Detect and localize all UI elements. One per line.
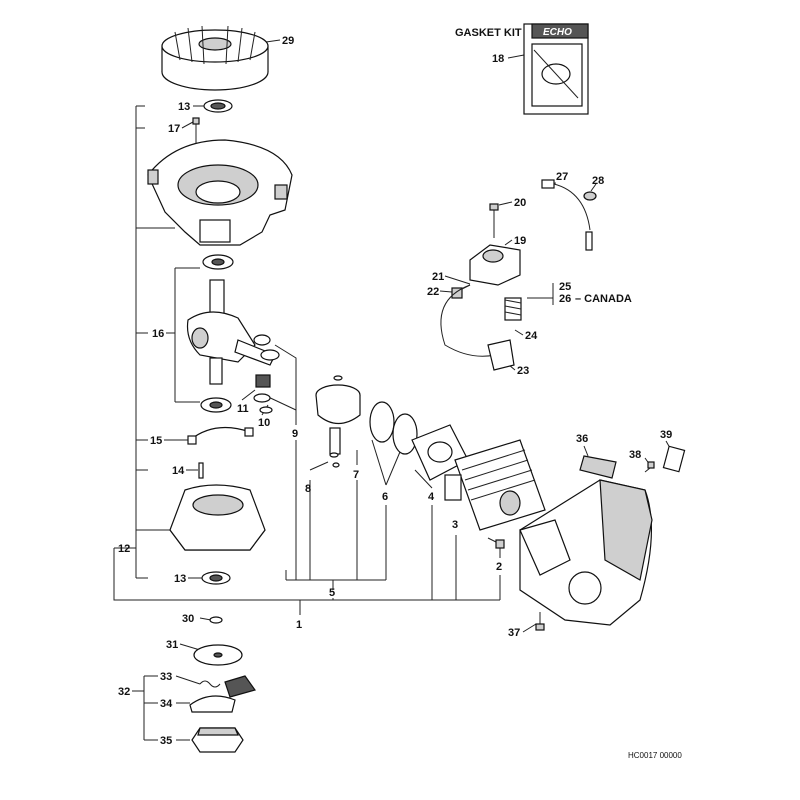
callout-9: 9 xyxy=(292,428,298,440)
callout-11: 11 xyxy=(237,403,249,415)
screw-37-part xyxy=(535,612,545,631)
callout-1: 1 xyxy=(296,619,302,631)
callout-21: 21 xyxy=(432,271,444,283)
callout-4: 4 xyxy=(428,491,435,503)
callout-13-bottom: 13 xyxy=(174,573,186,585)
cylinder-part xyxy=(444,439,546,531)
callout-35: 35 xyxy=(160,735,172,747)
retainer-clip-part xyxy=(187,426,254,445)
callout-15: 15 xyxy=(150,435,162,447)
callout-34: 34 xyxy=(160,698,173,710)
dowel-pin-part xyxy=(198,462,204,479)
callout-6: 6 xyxy=(382,491,388,503)
callout-labels: 29 13 17 16 15 14 12 13 11 10 9 8 7 6 5 … xyxy=(118,27,682,760)
callout-24: 24 xyxy=(525,330,538,342)
echo-brand-label: ECHO xyxy=(543,27,572,38)
washer-30-part xyxy=(209,616,223,624)
callout-23: 23 xyxy=(517,365,529,377)
ignition-wire-part xyxy=(541,179,597,251)
callout-12: 12 xyxy=(118,543,130,555)
callout-26: 26 xyxy=(559,293,571,305)
cylinder-cover-part xyxy=(519,479,653,626)
canada-label: – CANADA xyxy=(575,293,632,305)
callout-3: 3 xyxy=(452,519,458,531)
callout-16: 16 xyxy=(152,328,164,340)
leader-lines xyxy=(113,39,671,741)
piston-rings-part xyxy=(369,401,418,455)
gasket-kit-box xyxy=(523,23,589,115)
callout-14: 14 xyxy=(172,465,185,477)
callout-29: 29 xyxy=(282,35,294,47)
callout-36: 36 xyxy=(576,433,588,445)
callout-39: 39 xyxy=(660,429,672,441)
crankshaft-part xyxy=(186,254,276,413)
ignition-coil-part xyxy=(451,203,521,299)
callout-20: 20 xyxy=(514,197,526,209)
callout-7: 7 xyxy=(353,469,359,481)
clutch-cover-part xyxy=(191,727,244,753)
clutch-plate-part xyxy=(193,644,243,666)
callout-32: 32 xyxy=(118,686,130,698)
clutch-shoe-part xyxy=(189,695,236,713)
callout-22: 22 xyxy=(427,286,439,298)
clutch-spring-part xyxy=(199,675,256,698)
oil-seal-top-part xyxy=(203,99,233,113)
drawing-code: HC0017 00000 xyxy=(628,751,682,760)
callout-13-top: 13 xyxy=(178,101,190,113)
callout-19: 19 xyxy=(514,235,526,247)
callout-18: 18 xyxy=(492,53,504,65)
callout-33: 33 xyxy=(160,671,172,683)
oil-seal-bottom-part xyxy=(201,571,231,585)
spark-plug-cap-part xyxy=(440,284,522,371)
cylinder-gasket-part xyxy=(411,424,469,481)
callout-25: 25 xyxy=(559,281,571,293)
callout-10: 10 xyxy=(258,417,270,429)
callout-30: 30 xyxy=(182,613,194,625)
callout-27: 27 xyxy=(556,171,568,183)
crankcase-lower-part xyxy=(169,484,266,551)
callout-2: 2 xyxy=(496,561,502,573)
screw-2-part xyxy=(487,537,505,549)
callout-37: 37 xyxy=(508,627,520,639)
callout-17: 17 xyxy=(168,123,180,135)
callout-31: 31 xyxy=(166,639,178,651)
callout-38: 38 xyxy=(629,449,641,461)
callout-28: 28 xyxy=(592,175,604,187)
heat-shield-part xyxy=(579,445,686,479)
gasket-kit-label: GASKET KIT xyxy=(455,27,522,39)
callout-5: 5 xyxy=(329,587,335,599)
piston-part xyxy=(315,375,361,468)
flywheel-part xyxy=(161,25,269,91)
crankcase-upper-part xyxy=(147,139,293,246)
needle-bearing-part xyxy=(253,334,280,414)
callout-8: 8 xyxy=(305,483,311,495)
